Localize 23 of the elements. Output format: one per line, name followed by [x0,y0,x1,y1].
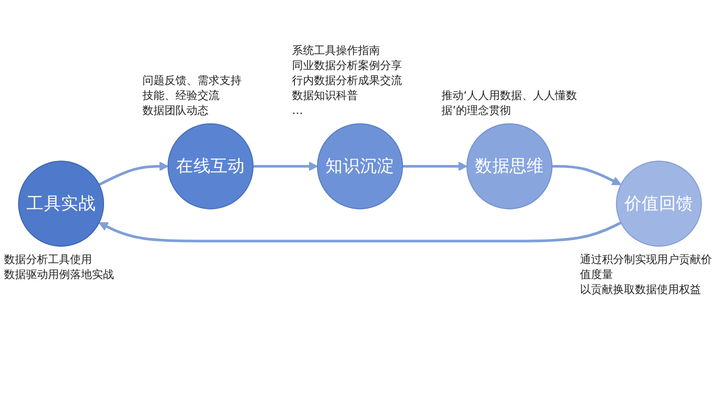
arrow [98,162,168,186]
arrow [402,162,468,172]
arrow [552,164,622,186]
node-circle: 工具实战 [18,160,104,247]
node-circle: 数据思维 [466,123,552,210]
bullet-text: 行内数据分析成果交流 [292,72,403,88]
arrow [98,221,622,242]
bullet-text: 问题反馈、需求支持 [142,72,243,88]
bullet-text: 数据驱动用例落地实战 [4,267,115,282]
bullet-text: 技能、经验交流 [142,88,221,103]
bullet-text: 通过积分制实现用户贡献价值度量 [580,252,713,282]
node-circle: 价值回馈 [616,160,702,247]
bullet-text: 数据分析工具使用 [4,252,93,268]
bullet-text: 数据团队动态 [142,102,210,118]
bullet-text: 数据知识科普 [292,88,359,103]
node-circle: 在线互动 [168,123,254,210]
arrow [253,162,318,172]
bullet-text: 以贡献换取数据使用权益 [580,282,702,298]
node-circle: 知识沉淀 [316,123,404,210]
bullet-text: 推动‘人人用数据、人人懂数据’的理念贯彻 [441,88,578,118]
bullet-text: … [292,102,304,118]
bullet-text: 同业数据分析案例分享 [292,58,403,73]
bullet-text: 系统工具操作指南 [292,42,381,58]
